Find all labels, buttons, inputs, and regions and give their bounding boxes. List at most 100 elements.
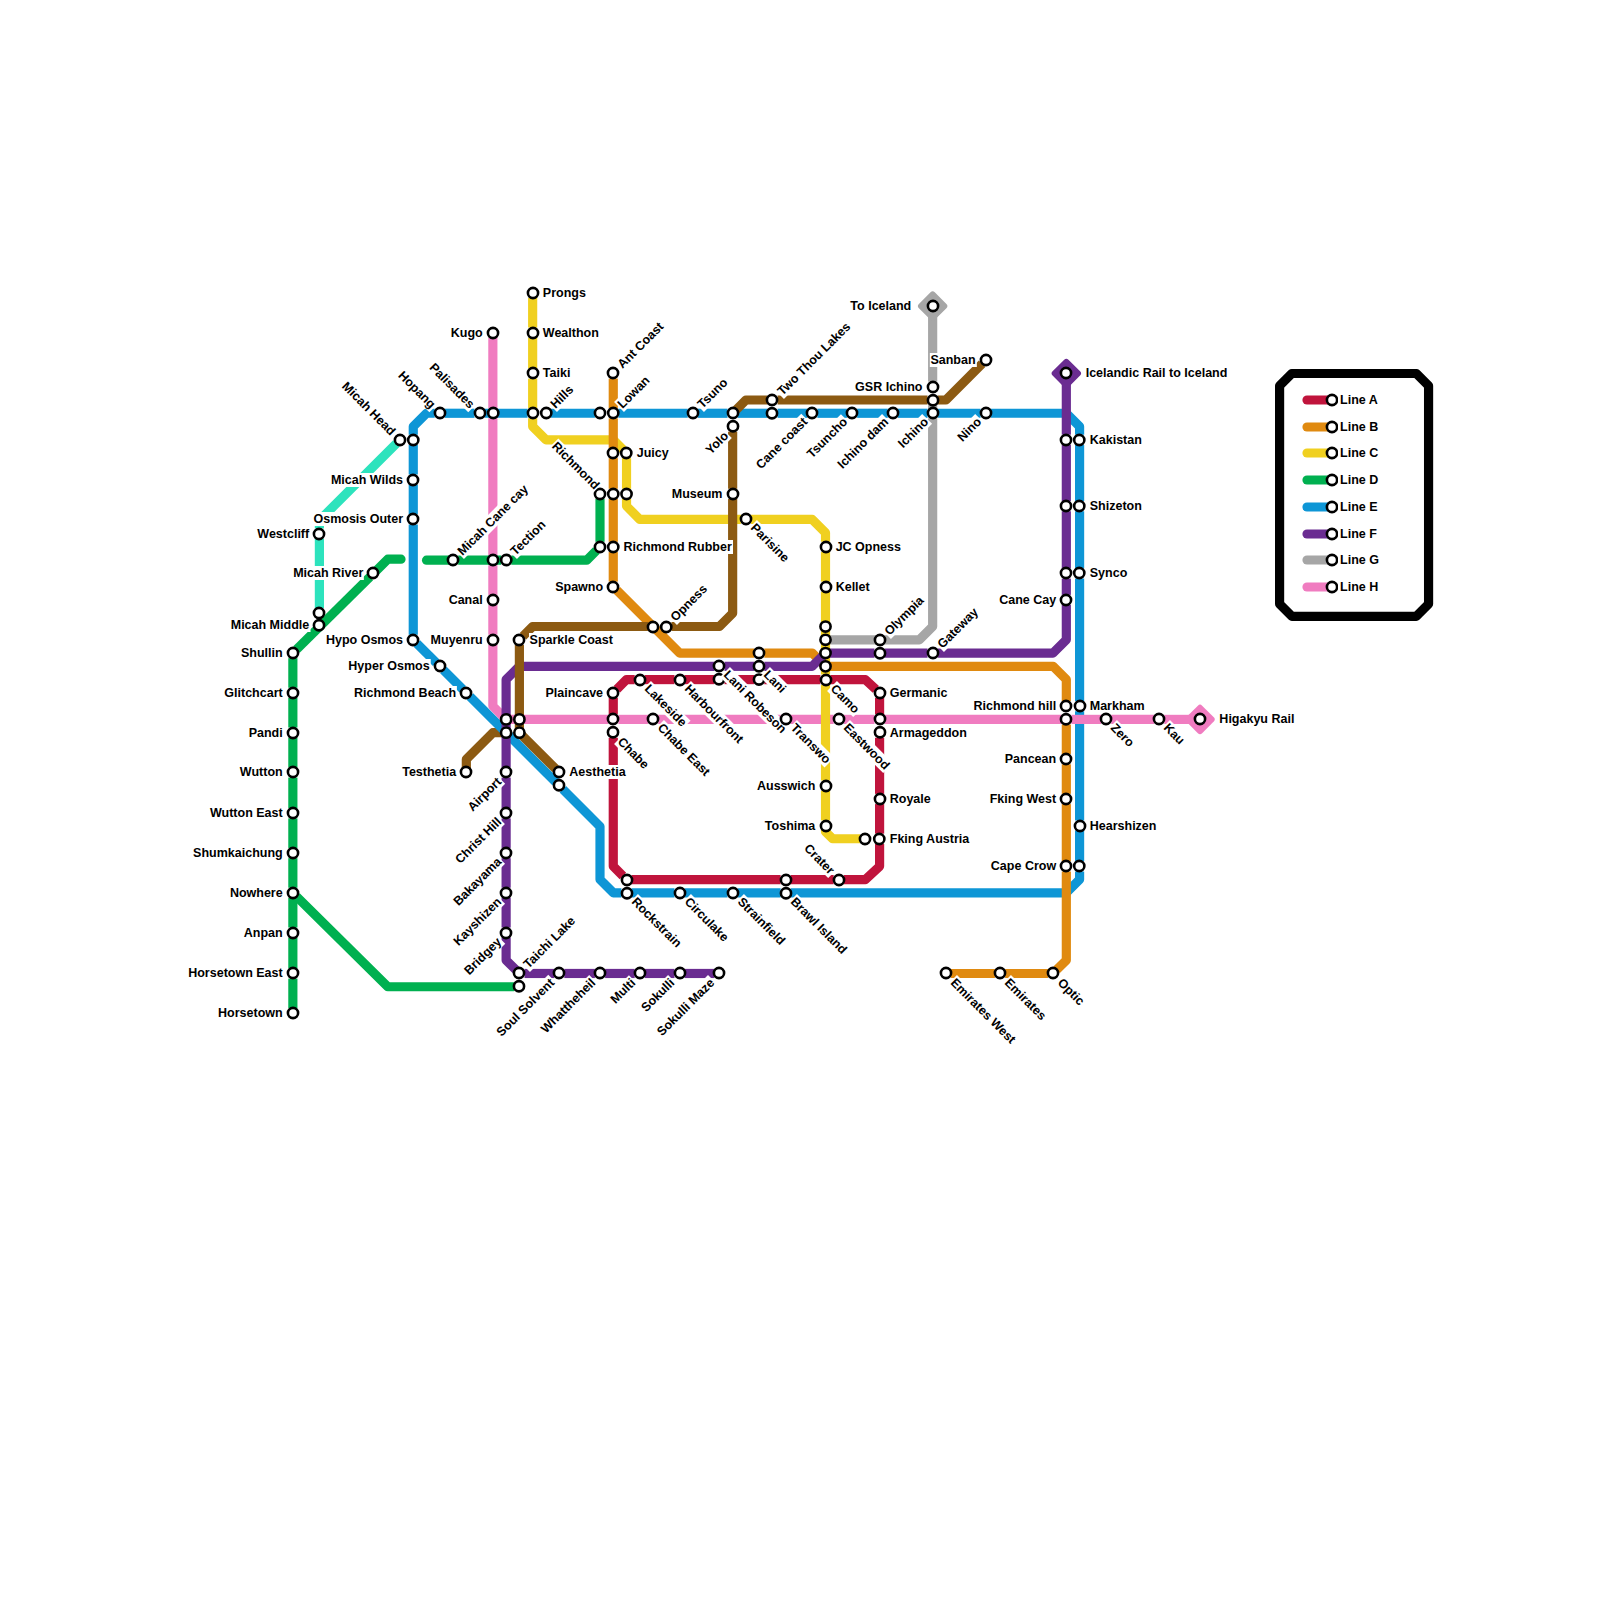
station-marker [1058, 592, 1074, 608]
station-circle [1101, 714, 1111, 724]
station-label: Shullin [240, 646, 284, 660]
station-label: Ichino [894, 414, 931, 451]
station-circle [608, 448, 618, 458]
station-marker [498, 885, 514, 901]
station-marker [285, 925, 301, 941]
rail-line [928, 311, 937, 381]
station-label: Anpan [243, 926, 284, 940]
station-marker [1058, 565, 1087, 581]
station-circle [514, 968, 524, 978]
rail-line [778, 395, 928, 404]
station-label: Prongs [542, 286, 587, 300]
station: Glitchcart [285, 685, 301, 701]
rail-line [821, 552, 830, 582]
station-circle [448, 555, 458, 565]
station-marker [925, 645, 941, 661]
station-circle [995, 968, 1005, 978]
station-label: Two Thou Lakes [774, 319, 854, 399]
station: Transwo [778, 711, 794, 727]
station: Armageddon [872, 711, 888, 740]
station: Nowhere [285, 885, 301, 901]
station-circle [1061, 714, 1071, 724]
station-circle [474, 408, 484, 418]
rail-line [288, 938, 297, 969]
station-marker [472, 405, 501, 421]
station: Sparkle Coast [511, 632, 527, 648]
rail-line [1071, 715, 1101, 724]
rail-line [821, 592, 830, 675]
station-marker [632, 965, 648, 981]
station-label: Armageddon [889, 726, 968, 740]
rail-line [288, 698, 297, 728]
station: Hypo Osmos [405, 632, 421, 648]
station-marker [511, 965, 527, 994]
legend-swatch [1302, 418, 1338, 436]
station-circle [608, 368, 618, 378]
station-circle [595, 408, 605, 418]
station-circle [928, 382, 938, 392]
station: Gateway [925, 645, 941, 661]
rail-line-stub [826, 635, 880, 644]
station-label: Opness [667, 582, 711, 626]
rail-line [618, 715, 648, 724]
station: Taichi Lake [511, 965, 527, 994]
station-circle [528, 288, 538, 298]
station-label: Plaincave [544, 686, 604, 700]
station-marker [672, 965, 688, 981]
station: Richmond Beach [458, 685, 474, 701]
station-marker [405, 511, 421, 527]
station-circle [807, 408, 817, 418]
station-circle [874, 794, 884, 804]
station-circle [461, 688, 471, 698]
rail-line [938, 364, 982, 400]
station-label: Richmond Rubber [622, 540, 732, 554]
station-circle [820, 542, 830, 552]
station: Aesthetia [551, 764, 567, 793]
station-marker [778, 872, 794, 901]
station-marker [605, 711, 621, 740]
station: Kayshizen [498, 885, 514, 901]
legend-label: Line A [1340, 392, 1378, 408]
station-marker [978, 352, 994, 368]
station-marker [725, 405, 741, 434]
station-circle [728, 408, 738, 418]
rail-line [885, 648, 928, 657]
station-marker [605, 365, 621, 381]
station-circle [767, 408, 777, 418]
station: JC Opness [818, 539, 834, 555]
station-circle [820, 582, 830, 592]
station-circle [674, 674, 684, 684]
rail-line [875, 804, 884, 834]
station-label: Shizeton [1089, 499, 1143, 513]
station-circle [781, 714, 791, 724]
station-label: Parisine [747, 521, 793, 567]
rail-line [1062, 511, 1071, 568]
station: Prongs [525, 285, 541, 301]
station-circle [1074, 435, 1084, 445]
rail-line-stub [466, 733, 506, 773]
legend-label: Line B [1340, 419, 1378, 435]
station: Lakeside [632, 672, 648, 688]
station-circle [288, 848, 298, 858]
station-label: Wealthon [542, 326, 600, 340]
junction-dot [820, 635, 830, 645]
rail-line [288, 658, 297, 688]
station-circle [941, 968, 951, 978]
station-circle [528, 408, 538, 418]
station-label: Kellet [835, 580, 871, 594]
station-marker [1058, 498, 1087, 514]
station-marker [818, 818, 834, 834]
station: Emirates West [938, 965, 954, 981]
station: Wutton [285, 764, 301, 780]
station-label: Micah River [292, 566, 364, 580]
station-marker [551, 764, 567, 793]
rail-line [288, 858, 297, 888]
station-label: Royale [889, 792, 932, 806]
station-label: Juicy [636, 446, 670, 460]
station: Eastwood [831, 711, 847, 727]
station: Ant Coast [605, 365, 621, 381]
station-marker [592, 965, 608, 981]
station: Horsetown [285, 1005, 301, 1021]
station-label: Osmosis Outer [312, 512, 404, 526]
station: Sokulli [672, 965, 688, 981]
